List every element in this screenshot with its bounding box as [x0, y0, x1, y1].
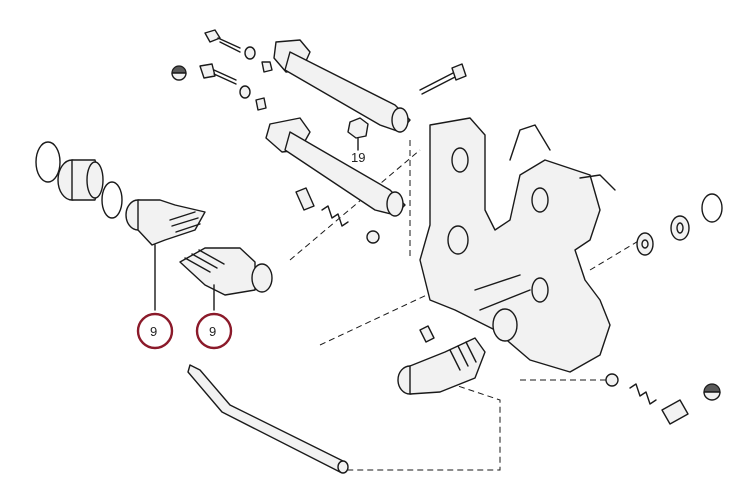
callout-label-9-left: 9: [150, 324, 157, 339]
bolt-top: [204, 29, 273, 73]
circlip-middle: [101, 181, 123, 219]
callout-label-19: 19: [351, 150, 365, 165]
circlip-left: [35, 141, 61, 183]
assembly-guide-lines: [289, 140, 641, 471]
callout-right-9: 9: [195, 312, 233, 350]
upper-pin: [273, 39, 411, 133]
spring-assembly-upper: [295, 187, 380, 244]
callout-left-9: 9: [136, 312, 174, 350]
long-bolt: [419, 63, 467, 95]
bearing: [57, 159, 104, 201]
bent-rod: [187, 364, 349, 474]
main-bracket: [419, 117, 616, 373]
lower-pin: [265, 117, 406, 217]
nut-19: 19: [347, 117, 369, 165]
geared-shaft: [397, 325, 486, 395]
circlip-right: [701, 193, 723, 223]
callout-label-9-right: 9: [209, 324, 216, 339]
latch-left: [125, 199, 206, 311]
washer-outer: [636, 232, 654, 256]
bolt-middle: [171, 63, 267, 111]
spring-assembly-lower: [605, 373, 721, 425]
washer-inner: [670, 215, 690, 241]
latch-right: [179, 247, 273, 311]
